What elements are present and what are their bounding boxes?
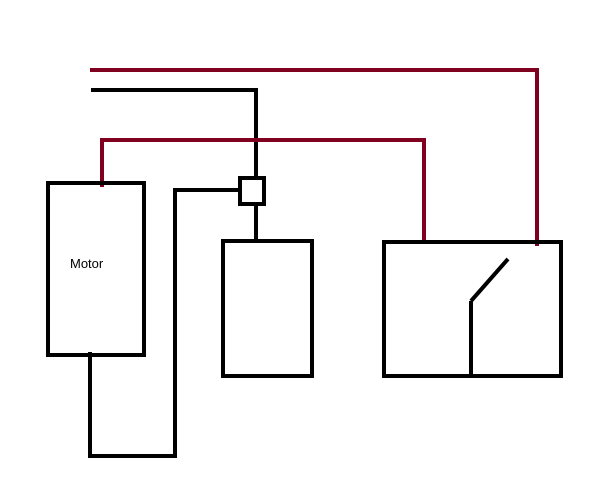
motor-box	[46, 181, 146, 357]
live-wires	[90, 68, 539, 246]
motor-return-wire	[88, 188, 242, 458]
unlabeled-box	[221, 239, 314, 378]
live-wire-motor	[100, 138, 426, 243]
neutral-wires	[88, 88, 258, 458]
live-wire-top	[90, 68, 539, 246]
neutral-wire-top	[91, 88, 258, 180]
switch-symbol	[469, 257, 510, 376]
motor-label: Motor	[70, 256, 104, 271]
switch-lever	[469, 257, 510, 303]
junction-connector	[238, 176, 266, 206]
